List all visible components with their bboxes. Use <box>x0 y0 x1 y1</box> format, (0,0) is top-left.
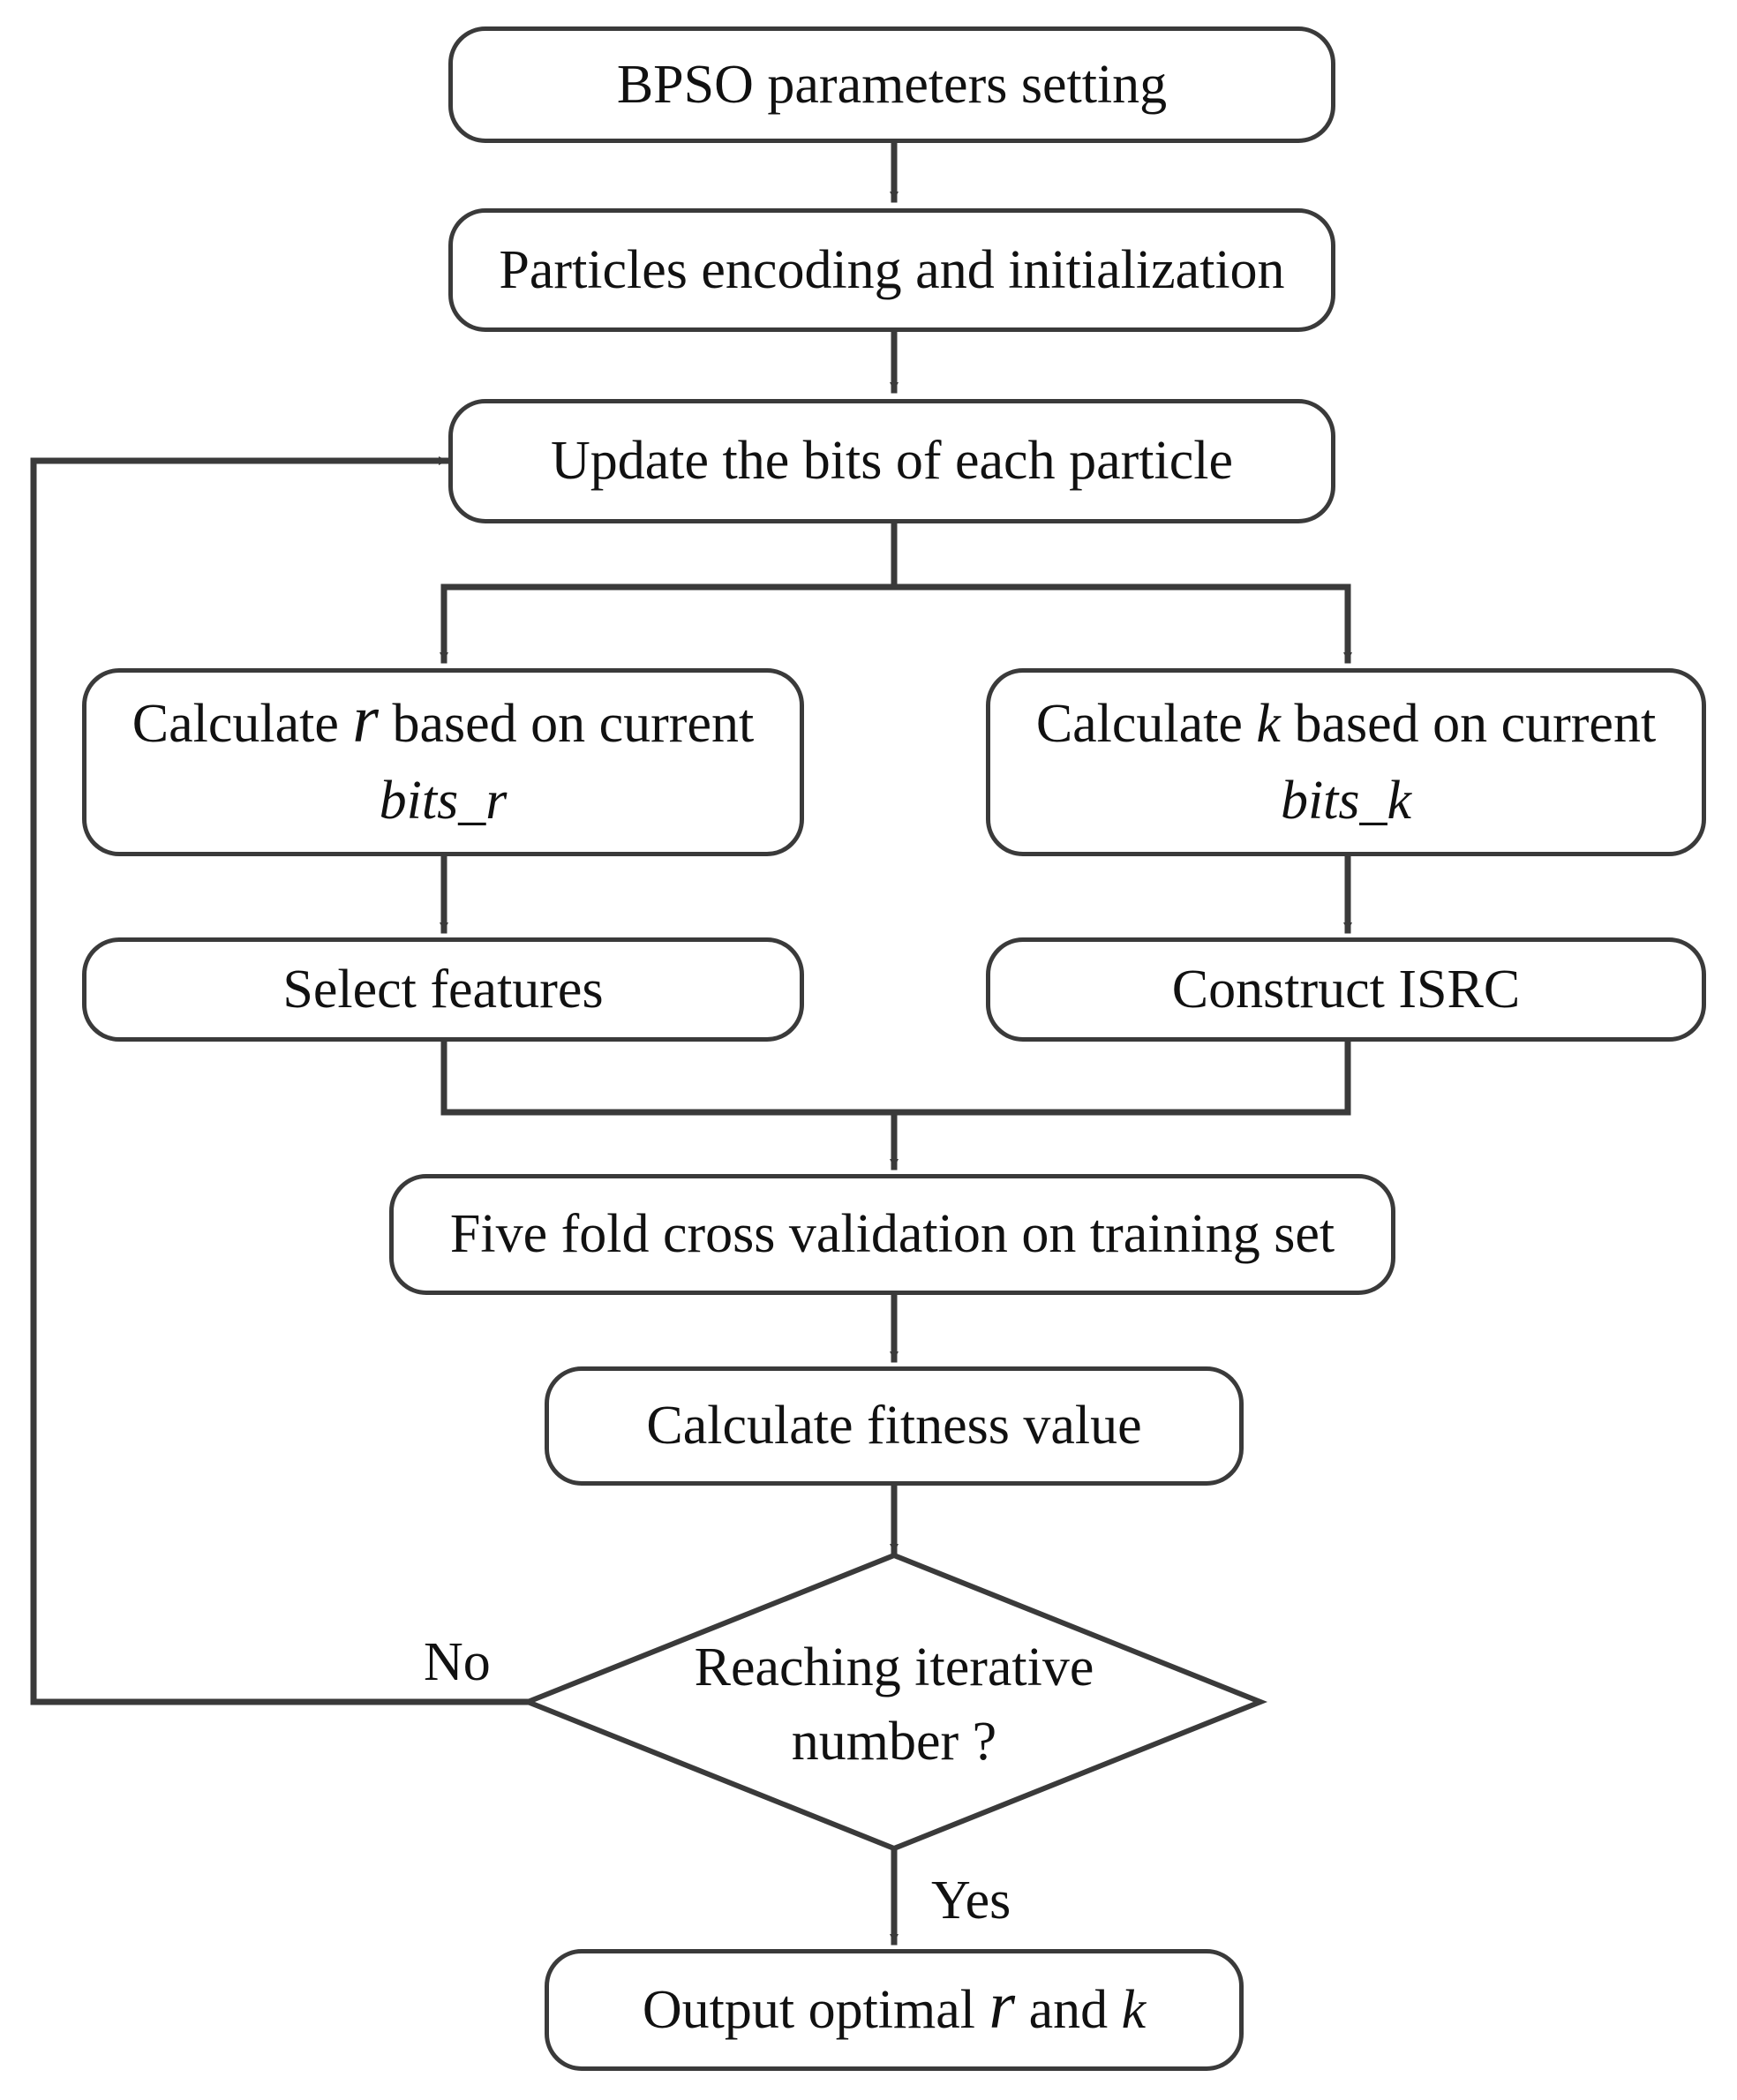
node-output-mid: and <box>1028 1979 1109 2040</box>
node-output-before: Output optimal <box>642 1979 975 2040</box>
node-construct-isrc-label: Construct ISRC <box>1171 959 1521 1020</box>
node-output-optimal-line: Output optimal r and k <box>643 1972 1146 2049</box>
arrow-no-loop <box>30 456 531 1705</box>
decision-diamond <box>520 1552 1268 1852</box>
edge-label-no: No <box>424 1632 491 1692</box>
node-calculate-r-bits: bits_r <box>379 770 508 831</box>
line-merge <box>440 1038 1351 1116</box>
node-update-bits: Update the bits of each particle <box>448 399 1335 523</box>
node-calculate-k-before: Calculate <box>1035 693 1243 754</box>
node-cross-validation-label: Five fold cross validation on training s… <box>449 1204 1335 1265</box>
node-bpso-parameters-setting: BPSO parameters setting <box>448 26 1335 143</box>
decision-label-line1: Reaching iterative <box>694 1637 1094 1697</box>
node-bpso-parameters-setting-label: BPSO parameters setting <box>616 54 1168 115</box>
node-update-bits-label: Update the bits of each particle <box>551 431 1233 492</box>
node-cross-validation: Five fold cross validation on training s… <box>389 1174 1395 1295</box>
node-calculate-r-line1: Calculate r based on current <box>132 686 754 763</box>
edge-label-yes: Yes <box>931 1870 1011 1931</box>
node-calculate-k-after: based on current <box>1294 693 1657 754</box>
node-particles-encoding-label: Particles encoding and initialization <box>499 239 1285 300</box>
variable-r: r <box>352 681 379 756</box>
node-calculate-k: Calculate k based on current bits_k <box>986 668 1706 856</box>
node-select-features: Select features <box>82 937 804 1042</box>
output-variable-r: r <box>989 1968 1016 2043</box>
decision-label: Reaching iterative number ? <box>629 1631 1159 1779</box>
output-variable-k: k <box>1121 1979 1147 2040</box>
variable-k: k <box>1256 693 1281 754</box>
node-construct-isrc: Construct ISRC <box>986 937 1706 1042</box>
node-output-optimal: Output optimal r and k <box>545 1949 1244 2071</box>
node-calculate-r-after: based on current <box>392 693 755 754</box>
node-calculate-fitness: Calculate fitness value <box>545 1366 1244 1486</box>
node-particles-encoding: Particles encoding and initialization <box>448 208 1335 332</box>
node-calculate-r: Calculate r based on current bits_r <box>82 668 804 856</box>
node-calculate-k-line1: Calculate k based on current <box>1036 686 1656 763</box>
decision-label-line2: number ? <box>791 1711 997 1772</box>
node-select-features-label: Select features <box>282 959 604 1020</box>
node-calculate-k-bits: bits_k <box>1280 770 1412 831</box>
node-calculate-r-before: Calculate <box>132 693 339 754</box>
node-calculate-fitness-label: Calculate fitness value <box>646 1396 1142 1456</box>
